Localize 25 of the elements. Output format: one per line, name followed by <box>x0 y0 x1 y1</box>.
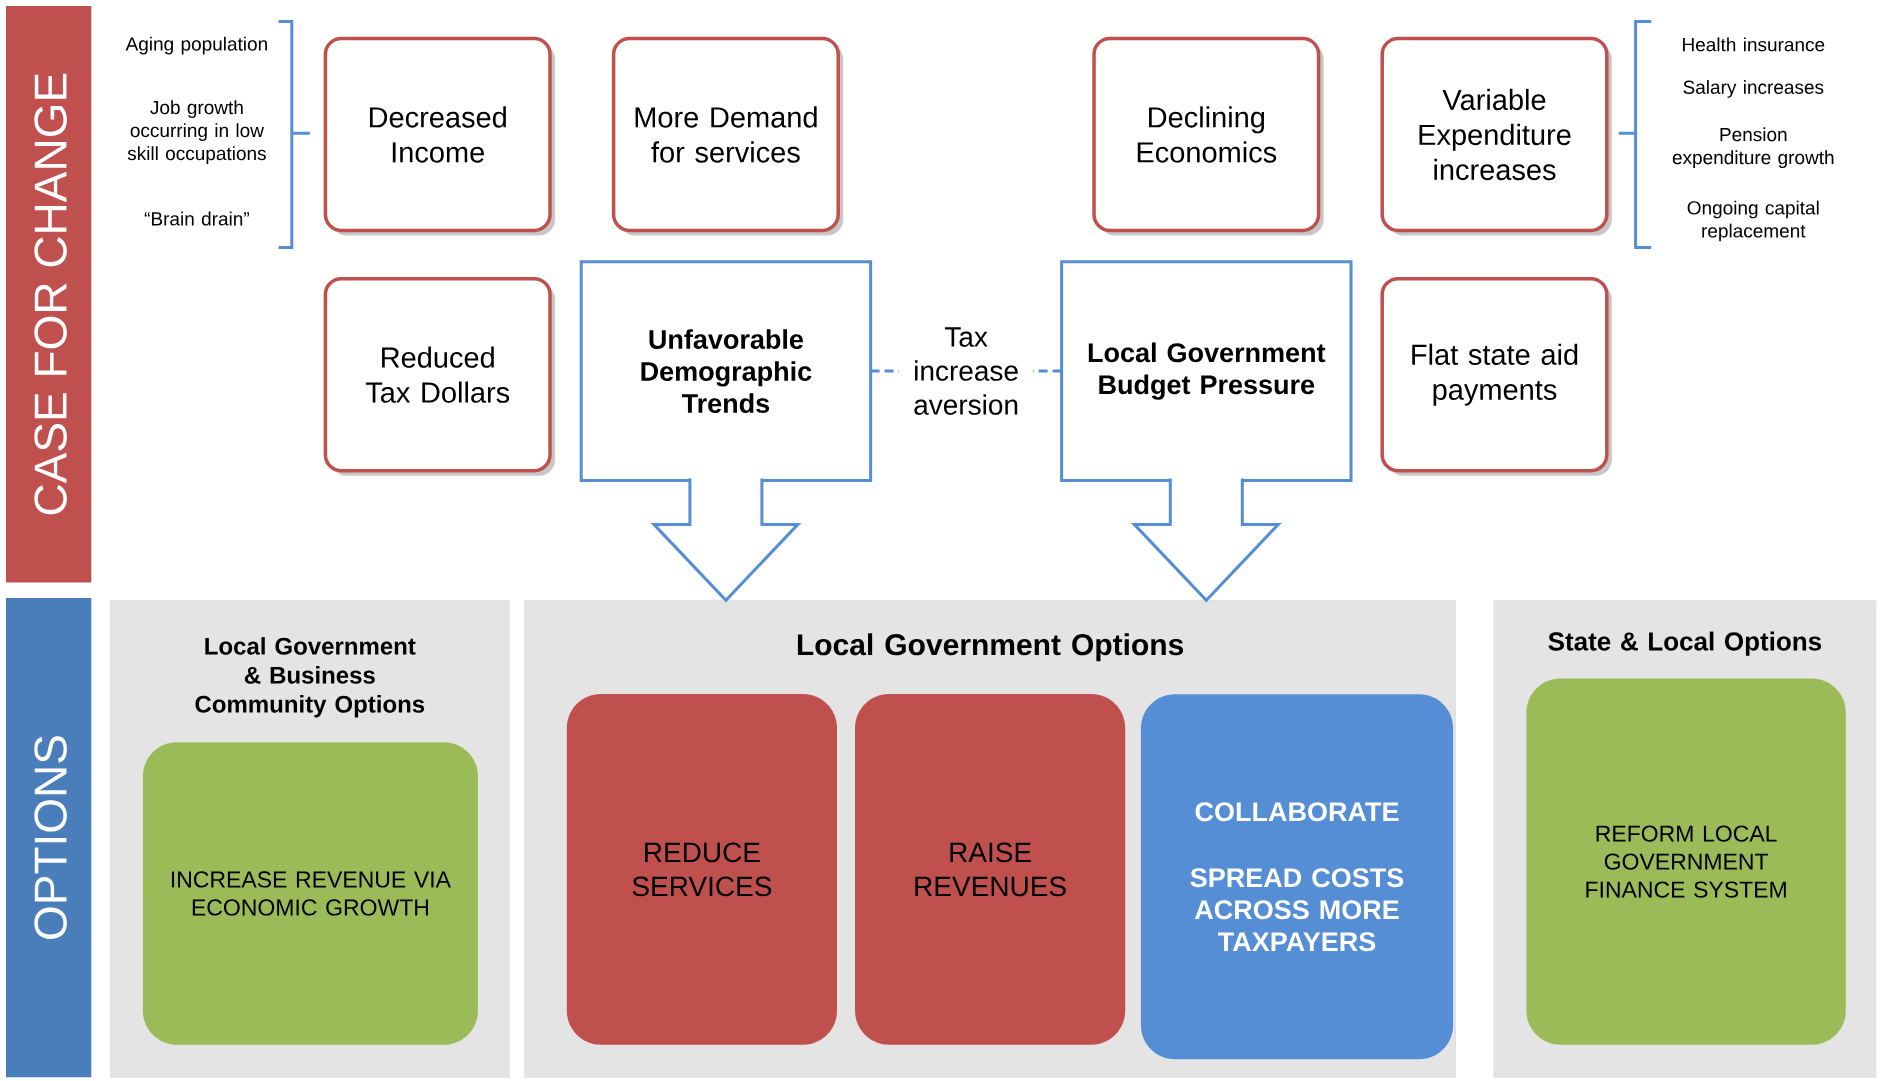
rounded-box: Variable Expenditure increases <box>1380 36 1612 236</box>
rounded-box: Flat state aid payments <box>1380 276 1612 476</box>
option-box: REFORM LOCAL GOVERNMENT FINANCE SYSTEM <box>1526 678 1846 1045</box>
block-arrow <box>1130 476 1282 603</box>
side-band: CASE FOR CHANGE <box>6 6 92 583</box>
callout-box: Unfavorable Demographic Trends <box>579 260 873 482</box>
note-text: Job growth occurring in low skill occupations <box>127 100 266 164</box>
option-box: COLLABORATE SPREAD COSTS ACROSS MORE TAXPAYERS <box>1140 694 1454 1060</box>
note-text: Health insurance <box>1683 37 1825 52</box>
note-text: Ongoing capital replacement <box>1687 200 1819 242</box>
block-arrow <box>650 476 802 603</box>
rounded-box: Reduced Tax Dollars <box>323 276 555 476</box>
option-box: INCREASE REVENUE VIA ECONOMIC GROWTH <box>142 742 478 1045</box>
side-band: OPTIONS <box>6 598 92 1078</box>
option-box: RAISE REVENUES <box>855 694 1126 1045</box>
note-text: Salary increases <box>1683 80 1824 98</box>
edge-label: Tax increase aversion <box>899 324 1034 418</box>
option-box: REDUCE SERVICES <box>566 694 837 1045</box>
rounded-box: Decreased Income <box>323 36 555 236</box>
callout-box: Local Government Budget Pressure <box>1060 260 1353 482</box>
rounded-box: Declining Economics <box>1092 36 1324 236</box>
rounded-box: More Demand for services <box>611 36 844 236</box>
note-text: Aging population <box>125 36 267 55</box>
note-text: “Brain drain” <box>144 211 249 226</box>
note-text: Pension expenditure growth <box>1672 127 1834 169</box>
